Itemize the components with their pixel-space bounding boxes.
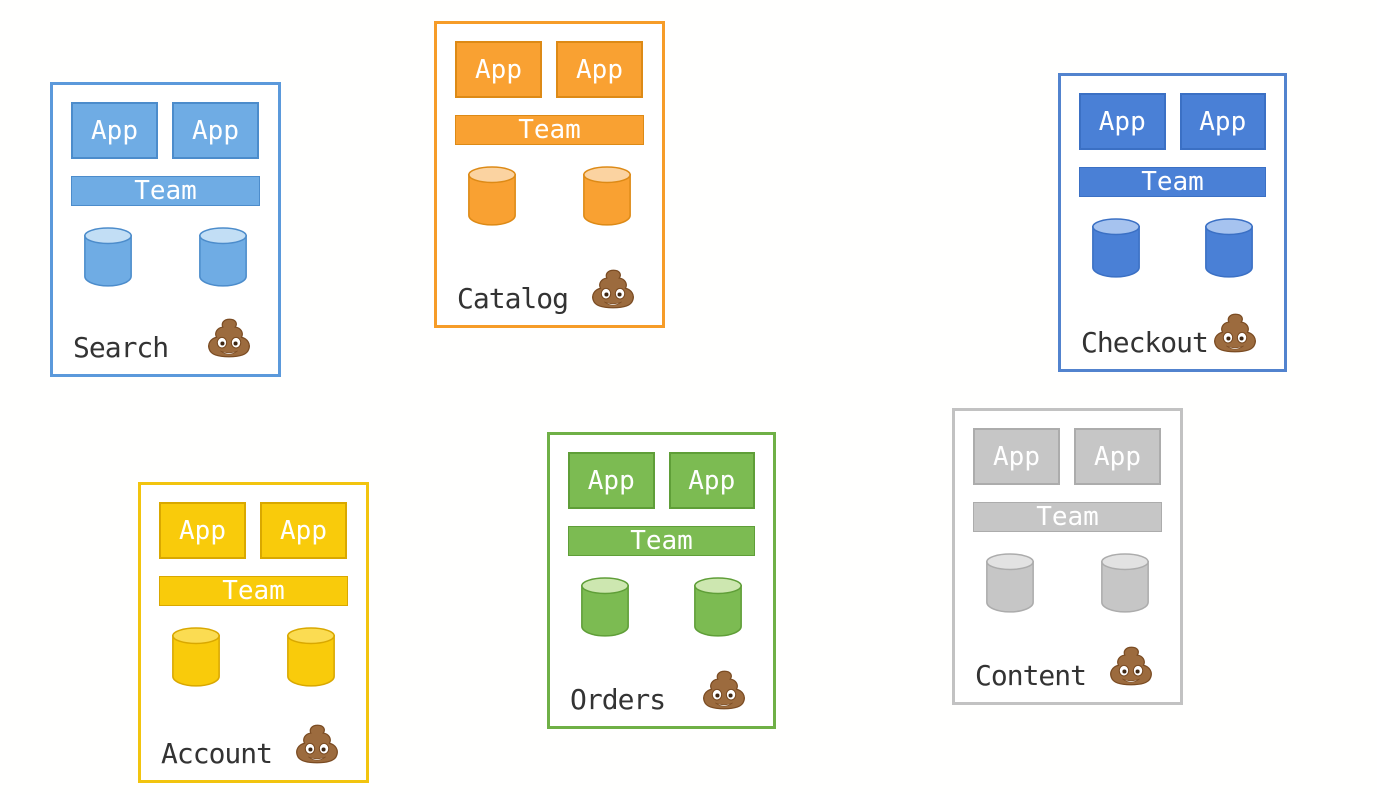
team-bar-label: Team bbox=[222, 576, 285, 606]
app-box: App bbox=[556, 41, 643, 98]
app-box: App bbox=[455, 41, 542, 98]
database-cylinder-icon bbox=[172, 627, 220, 687]
poop-emoji bbox=[208, 318, 250, 358]
apps-row: App App bbox=[1079, 93, 1266, 150]
databases-row bbox=[1079, 216, 1266, 278]
database-cylinder-icon bbox=[1101, 553, 1149, 613]
databases-row bbox=[973, 551, 1162, 613]
team-card-checkout: App App Team Checkout bbox=[1058, 73, 1287, 372]
database-cylinder-icon bbox=[581, 577, 629, 637]
app-label: App bbox=[192, 115, 239, 146]
team-card-content: App App Team Content bbox=[952, 408, 1183, 705]
team-bar: Team bbox=[159, 576, 348, 606]
database-cylinder-icon bbox=[199, 227, 247, 287]
app-label: App bbox=[1098, 106, 1146, 137]
app-box: App bbox=[668, 452, 755, 509]
app-label: App bbox=[576, 54, 623, 85]
app-label: App bbox=[993, 441, 1040, 472]
app-box: App bbox=[172, 102, 259, 159]
card-footer: Checkout bbox=[1079, 311, 1266, 357]
databases-row bbox=[568, 575, 755, 637]
card-footer: Orders bbox=[568, 668, 755, 714]
app-box: App bbox=[973, 428, 1060, 485]
team-bar: Team bbox=[973, 502, 1162, 532]
team-name-label: Search bbox=[73, 330, 169, 364]
app-box: App bbox=[1079, 93, 1166, 150]
app-box: App bbox=[1179, 93, 1266, 150]
app-box: App bbox=[568, 452, 655, 509]
poop-emoji bbox=[703, 670, 745, 710]
poop-emoji bbox=[592, 269, 634, 309]
app-label: App bbox=[179, 515, 226, 546]
team-bar: Team bbox=[71, 176, 260, 206]
team-card-search: App App Team Search bbox=[50, 82, 281, 377]
team-name-label: Catalog bbox=[457, 281, 569, 315]
app-label: App bbox=[587, 465, 635, 496]
app-box: App bbox=[159, 502, 246, 559]
database-cylinder-icon bbox=[287, 627, 335, 687]
team-name-label: Account bbox=[161, 736, 273, 770]
databases-row bbox=[71, 225, 260, 287]
card-footer: Catalog bbox=[455, 267, 644, 313]
app-label: App bbox=[280, 515, 327, 546]
app-box: App bbox=[1074, 428, 1161, 485]
app-label: App bbox=[91, 115, 138, 146]
team-name-label: Orders bbox=[570, 682, 666, 716]
poop-emoji bbox=[1110, 646, 1152, 686]
team-card-catalog: App App Team Catalog bbox=[434, 21, 665, 328]
team-card-account: App App Team Account bbox=[138, 482, 369, 783]
app-box: App bbox=[71, 102, 158, 159]
database-cylinder-icon bbox=[84, 227, 132, 287]
apps-row: App App bbox=[568, 452, 755, 509]
database-cylinder-icon bbox=[1092, 218, 1140, 278]
database-cylinder-icon bbox=[468, 166, 516, 226]
apps-row: App App bbox=[71, 102, 260, 159]
team-bar: Team bbox=[455, 115, 644, 145]
team-name-label: Content bbox=[975, 658, 1087, 692]
team-name-label: Checkout bbox=[1081, 325, 1209, 359]
apps-row: App App bbox=[455, 41, 644, 98]
app-label: App bbox=[688, 465, 736, 496]
team-bar-label: Team bbox=[1141, 167, 1204, 197]
apps-row: App App bbox=[973, 428, 1162, 485]
team-bar: Team bbox=[568, 526, 755, 556]
poop-emoji bbox=[296, 724, 338, 764]
team-card-orders: App App Team Orders bbox=[547, 432, 776, 729]
team-bar-label: Team bbox=[134, 176, 197, 206]
database-cylinder-icon bbox=[1205, 218, 1253, 278]
team-bar: Team bbox=[1079, 167, 1266, 197]
database-cylinder-icon bbox=[694, 577, 742, 637]
app-label: App bbox=[1094, 441, 1141, 472]
team-bar-label: Team bbox=[1036, 502, 1099, 532]
database-cylinder-icon bbox=[583, 166, 631, 226]
card-footer: Search bbox=[71, 316, 260, 362]
app-label: App bbox=[1199, 106, 1247, 137]
databases-row bbox=[159, 625, 348, 687]
poop-emoji bbox=[1214, 313, 1256, 353]
app-box: App bbox=[260, 502, 347, 559]
team-bar-label: Team bbox=[630, 526, 693, 556]
databases-row bbox=[455, 164, 644, 226]
card-footer: Content bbox=[973, 644, 1162, 690]
team-bar-label: Team bbox=[518, 115, 581, 145]
apps-row: App App bbox=[159, 502, 348, 559]
database-cylinder-icon bbox=[986, 553, 1034, 613]
card-footer: Account bbox=[159, 722, 348, 768]
app-label: App bbox=[475, 54, 522, 85]
